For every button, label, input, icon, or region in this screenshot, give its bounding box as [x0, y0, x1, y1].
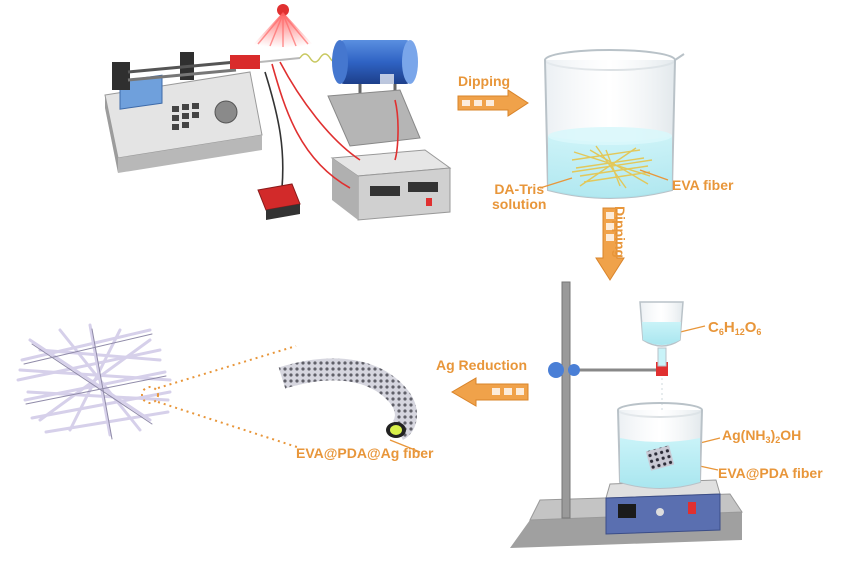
high-voltage-supply — [330, 149, 452, 221]
label-da-tris-line2: solution — [492, 196, 547, 213]
eva-fiber-mat — [571, 145, 653, 189]
fiber-mat-shadow — [23, 328, 167, 440]
label-da-tris-line1: DA-Tris — [494, 181, 545, 197]
ag-reduction-arrow — [451, 377, 529, 407]
zoom-indicator — [141, 345, 301, 449]
tollens-sub2: 2 — [775, 435, 781, 445]
label-eva-pda-fiber: EVA@PDA fiber — [718, 465, 823, 481]
label-dipping-horizontal: Dipping — [458, 73, 511, 89]
dipping-arrow-right — [457, 89, 529, 117]
wires — [264, 61, 399, 189]
label-eva-fiber: EVA fiber — [672, 177, 734, 193]
beaker-reaction — [617, 402, 703, 489]
collector-drum — [327, 40, 421, 147]
label-glucose-formula: C6H12O6 — [708, 319, 762, 338]
dropping-funnel — [639, 301, 684, 410]
tollens-tail: OH — [780, 427, 802, 443]
tollens-pre: Ag(NH — [722, 427, 766, 443]
formula-c: C — [708, 319, 719, 336]
coated-fiber — [278, 358, 417, 440]
tollens-post: ) — [770, 427, 776, 443]
lamp — [250, 4, 316, 48]
label-dipping-vertical: Dipping — [612, 206, 628, 259]
label-da-tris: DA-Tris solution — [492, 181, 547, 213]
foot-pedal — [257, 183, 301, 220]
syringe-pump — [104, 52, 301, 173]
label-tollens-reagent: Ag(NH3)2OH — [722, 427, 802, 446]
formula-c-sub: 6 — [718, 327, 724, 337]
label-eva-pda-ag-fiber: EVA@PDA@Ag fiber — [296, 445, 434, 461]
fiber-mat-3d — [16, 323, 172, 437]
formula-o-sub: 6 — [756, 327, 762, 337]
formula-h-sub: 12 — [734, 327, 745, 337]
label-ag-reduction: Ag Reduction — [436, 357, 527, 373]
formula-o: O — [744, 319, 757, 336]
dipping-arrow-down — [595, 207, 625, 281]
tollens-sub: 3 — [765, 435, 771, 445]
beaker-da-tris — [544, 49, 685, 199]
formula-h: H — [723, 319, 735, 336]
